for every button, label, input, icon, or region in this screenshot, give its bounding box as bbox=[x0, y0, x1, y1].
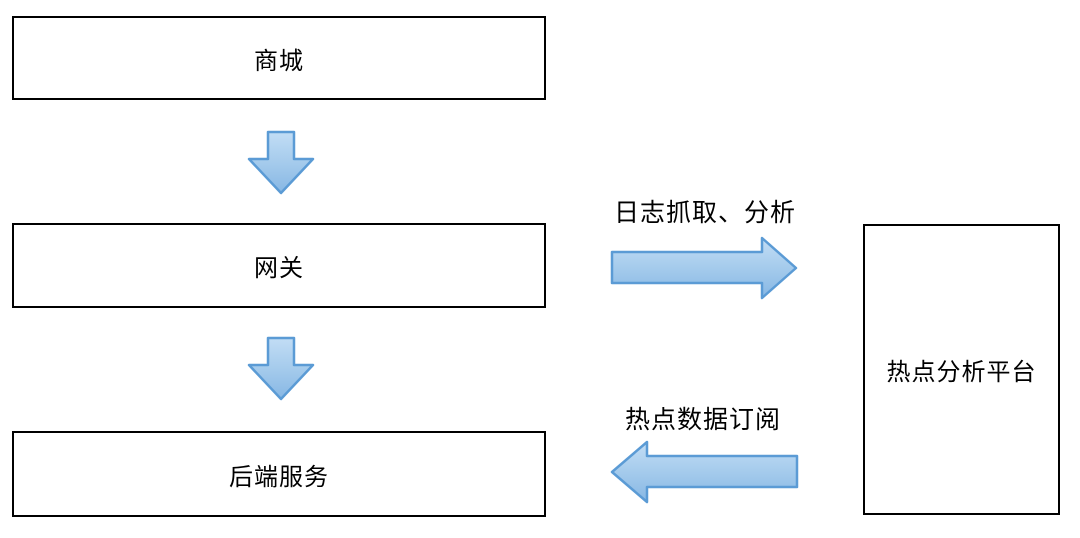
node-mall: 商城 bbox=[12, 16, 546, 100]
edge-label-hotspot-subscription: 热点数据订阅 bbox=[624, 406, 781, 434]
down-arrow-gateway-to-backend-icon bbox=[247, 336, 315, 401]
edge-label-log-capture: 日志抓取、分析 bbox=[613, 199, 796, 227]
right-arrow-gateway-to-platform-icon bbox=[610, 236, 798, 300]
down-arrow-mall-to-gateway-icon bbox=[247, 130, 315, 195]
node-platform-label: 热点分析平台 bbox=[886, 359, 1037, 386]
node-mall-label: 商城 bbox=[254, 47, 304, 75]
node-gateway: 网关 bbox=[12, 223, 546, 308]
node-backend: 后端服务 bbox=[12, 431, 546, 517]
left-arrow-platform-to-backend-icon bbox=[610, 440, 799, 504]
node-platform: 热点分析平台 bbox=[863, 224, 1060, 515]
node-gateway-label: 网关 bbox=[254, 255, 304, 282]
node-backend-label: 后端服务 bbox=[229, 463, 329, 491]
